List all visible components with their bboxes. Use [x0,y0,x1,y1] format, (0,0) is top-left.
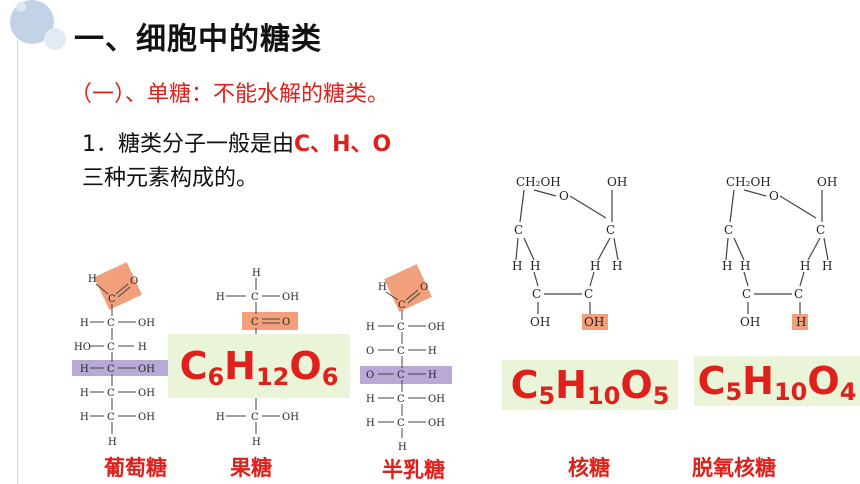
open-chain-structures: H C O H C OH HO C H H C OH H C OH H C OH [72,262,452,453]
svg-text:H: H [138,342,147,353]
svg-text:OH: OH [607,175,627,189]
svg-text:H: H [428,346,437,357]
decor-vertical-line [17,40,18,484]
svg-text:H: H [216,292,225,303]
svg-text:H: H [108,437,117,448]
body-elements: C、H、O [294,132,392,157]
svg-text:C: C [398,300,406,311]
svg-text:C: C [251,412,259,423]
svg-text:C: C [397,322,405,333]
svg-text:C: C [107,388,115,399]
svg-text:H: H [216,412,225,423]
svg-text:C: C [742,287,751,301]
svg-text:H: H [366,394,375,405]
svg-text:H: H [366,418,375,429]
svg-text:H: H [252,437,261,448]
body-line-2: 三种元素构成的。 [82,166,259,191]
svg-text:C: C [107,342,115,353]
label-glucose: 葡萄糖 [104,456,167,480]
svg-text:C: C [397,418,405,429]
svg-text:H: H [800,259,810,273]
svg-text:O: O [366,370,374,381]
page-title: 一、细胞中的糖类 [74,22,322,57]
svg-text:O: O [366,346,374,357]
svg-text:H: H [612,259,622,273]
svg-text:C: C [108,294,116,305]
formula-deoxyribose: C5H10O4 [694,356,860,406]
formula-hexose: C6H12O6 [168,334,350,398]
svg-text:O: O [130,276,138,287]
svg-text:C: C [397,346,405,357]
glucose-structure: H C O H C OH HO C H H C OH H C OH H C OH [72,262,170,448]
svg-text:OH: OH [138,388,155,399]
svg-text:C: C [251,292,259,303]
svg-text:CH₂OH: CH₂OH [726,175,771,189]
formula-ribose: C5H10O5 [502,360,678,410]
svg-text:C: C [107,318,115,329]
svg-text:H: H [366,322,375,333]
svg-text:H: H [740,259,750,273]
body-line-1-prefix: 1．糖类分子一般是由 [82,132,294,157]
svg-text:C: C [107,412,115,423]
svg-text:C: C [251,317,259,328]
decor-circle-tiny [16,2,26,12]
svg-text:H: H [822,259,832,273]
svg-text:H: H [722,259,732,273]
label-galactose: 半乳糖 [382,458,445,482]
svg-text:OH: OH [584,315,604,329]
svg-text:OH: OH [428,322,445,333]
svg-text:H: H [378,282,387,293]
label-deoxyribose: 脱氧核糖 [692,456,776,480]
svg-text:C: C [514,223,523,237]
svg-text:O: O [769,189,779,203]
svg-text:OH: OH [138,364,155,375]
svg-text:H: H [80,364,89,375]
svg-text:C: C [724,223,733,237]
svg-text:C: C [816,223,825,237]
svg-text:O: O [420,282,428,293]
svg-text:H: H [512,259,522,273]
svg-text:CH₂OH: CH₂OH [516,175,561,189]
svg-text:OH: OH [817,175,837,189]
svg-text:H: H [80,412,89,423]
svg-text:H: H [428,370,437,381]
svg-text:C: C [107,364,115,375]
svg-text:OH: OH [428,418,445,429]
svg-text:O: O [282,317,290,328]
svg-text:H: H [398,442,407,453]
label-ribose: 核糖 [568,456,610,480]
svg-text:C: C [397,370,405,381]
svg-text:H: H [80,388,89,399]
svg-text:OH: OH [282,412,299,423]
subtitle: （一）、单糖：不能水解的糖类。 [70,82,390,107]
label-fructose: 果糖 [230,456,272,480]
svg-text:HO: HO [74,342,91,353]
svg-text:C: C [397,394,405,405]
svg-text:OH: OH [740,315,760,329]
galactose-structure: H C O H C OH O C H O C H H C OH H C OH [360,264,452,453]
svg-text:OH: OH [138,318,155,329]
svg-text:OH: OH [530,315,550,329]
svg-text:H: H [88,274,97,285]
svg-text:H: H [590,259,600,273]
svg-text:H: H [80,318,89,329]
svg-text:OH: OH [282,292,299,303]
svg-text:O: O [559,189,569,203]
svg-text:H: H [796,315,806,329]
body-line-1: 1．糖类分子一般是由C、H、O [82,126,391,158]
svg-text:C: C [606,223,615,237]
svg-text:C: C [794,287,803,301]
svg-text:C: C [532,287,541,301]
decor-circle-small [44,28,66,50]
svg-text:H: H [252,268,261,279]
svg-text:OH: OH [428,394,445,405]
svg-text:C: C [584,287,593,301]
svg-text:H: H [530,259,540,273]
svg-text:OH: OH [138,412,155,423]
